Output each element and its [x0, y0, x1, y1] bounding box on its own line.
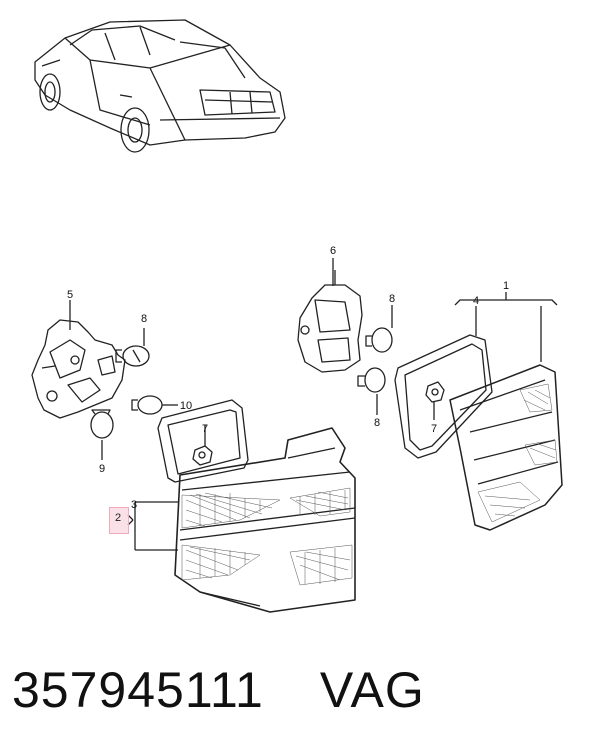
callout-labels: 1 3 4 5 6 7 7 8 8 8 9 10	[67, 245, 509, 511]
caption: 357945111 VAG	[12, 655, 592, 725]
nut-7-right	[425, 381, 445, 403]
bulb-holder-left	[31, 319, 126, 419]
bulb-10	[131, 395, 163, 415]
callout-8-left: 8	[141, 313, 147, 325]
callout-1: 1	[503, 280, 509, 292]
callout-9: 9	[99, 463, 105, 475]
callout-4: 4	[473, 295, 479, 307]
gasket-right	[394, 334, 493, 459]
part-number: 357945111	[12, 662, 264, 718]
inner-lens-pattern	[477, 383, 558, 523]
callout-2-highlight[interactable]	[109, 507, 129, 534]
car-illustration	[34, 19, 286, 153]
taillight-lens	[174, 427, 356, 613]
callout-6: 6	[330, 245, 336, 257]
callout-7-right: 7	[431, 423, 437, 435]
bulb-8-upper	[365, 327, 393, 353]
callout-5: 5	[67, 289, 73, 301]
bulb-holder-upper	[297, 270, 363, 373]
callout-10: 10	[180, 400, 192, 412]
callout-8-lower: 8	[374, 417, 380, 429]
lens-pattern	[181, 487, 353, 586]
bulb-9	[90, 409, 114, 439]
nut-7-left	[192, 445, 213, 466]
callout-8-upper: 8	[389, 293, 395, 305]
callout-2: 2	[115, 512, 122, 524]
gasket-left	[157, 399, 249, 483]
bulb-8-lower	[357, 367, 386, 393]
bulb-8-left	[115, 345, 150, 367]
brand-label: VAG	[319, 662, 425, 718]
inner-lens-right	[449, 364, 563, 531]
callout-3: 3	[131, 499, 137, 511]
callout-7-left: 7	[202, 423, 208, 435]
parts-diagram: 1 3 4 5 6 7 7 8 8 8 9 10	[31, 19, 563, 613]
